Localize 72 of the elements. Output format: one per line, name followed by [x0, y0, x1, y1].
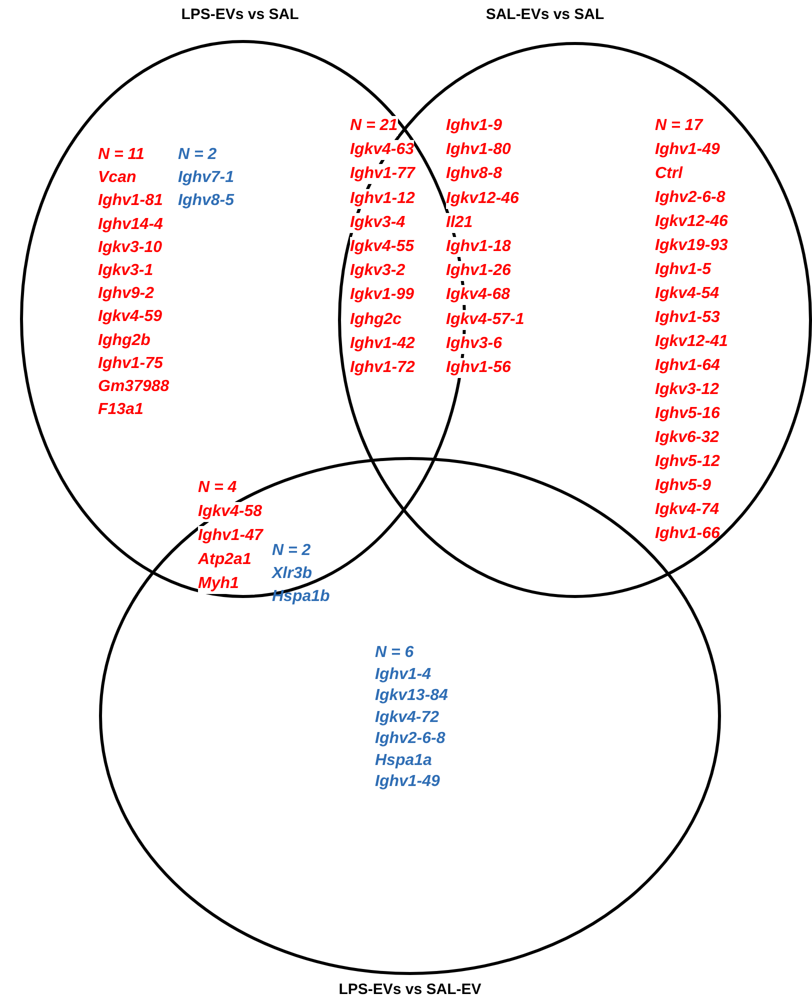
gene-label: Igkv3-10 [98, 238, 162, 258]
gene-label: Ighv1-72 [350, 358, 415, 378]
gene-label: Ctrl [655, 164, 683, 184]
gene-label: Igkv4-54 [655, 284, 720, 304]
gene-label: Ighv1-75 [98, 354, 163, 374]
gene-label: Hspa1b [272, 587, 330, 607]
set-title: LPS-EVs vs SAL-EV [338, 980, 482, 998]
gene-label: Gm37988 [98, 377, 170, 397]
gene-label: Igkv12-46 [446, 188, 519, 209]
gene-label: Ighg2b [98, 330, 150, 351]
gene-label: Ighv1-64 [655, 356, 720, 376]
count-label: N = 21 [350, 116, 398, 136]
gene-label: Igkv3-4 [350, 212, 406, 233]
set-title: LPS-EVs vs SAL [181, 5, 299, 25]
gene-label: Ighv8-5 [178, 191, 234, 212]
gene-label: Ighv14-4 [98, 214, 163, 235]
gene-label: Igkv19-93 [655, 236, 728, 256]
count-label: N = 6 [375, 643, 414, 663]
gene-label: Igkv4-72 [375, 708, 440, 728]
gene-label: Hspa1a [375, 750, 432, 770]
gene-label: Igkv4-55 [350, 237, 414, 257]
gene-label: Ighv1-49 [655, 140, 720, 160]
gene-label: Ighv1-26 [446, 261, 511, 282]
gene-label: Ighv9-2 [98, 284, 154, 304]
gene-label: Igkv4-68 [446, 285, 510, 306]
gene-label: Xlr3b [272, 564, 312, 584]
gene-label: Igkv12-41 [655, 332, 728, 352]
gene-label: Igkv3-12 [655, 380, 720, 400]
gene-label: Igkv3-2 [350, 261, 406, 282]
gene-label: Ighv1-9 [446, 116, 502, 136]
gene-label: Igkv4-57-1 [446, 310, 524, 330]
gene-label: Ighv3-6 [446, 334, 502, 354]
gene-label: Ighv8-8 [446, 164, 502, 184]
gene-label: Ighv1-81 [98, 191, 163, 212]
gene-label: Ighv1-66 [655, 524, 720, 544]
gene-label: Igkv13-84 [375, 686, 448, 706]
gene-label: Igkv6-32 [655, 428, 720, 448]
gene-label: Ighv5-16 [655, 404, 720, 424]
gene-label: Ighv5-9 [655, 476, 712, 496]
gene-label: Ighv1-47 [198, 526, 263, 546]
gene-label: Ighv2-6-8 [375, 729, 446, 749]
gene-label: Igkv4-58 [198, 502, 262, 522]
gene-label: Igkv12-46 [655, 212, 728, 232]
gene-label: Ighv1-12 [350, 188, 415, 209]
gene-label: Igkv4-74 [655, 500, 720, 520]
gene-label: Igkv4-59 [98, 307, 162, 328]
gene-label: Ighv1-18 [446, 237, 511, 257]
gene-label: Ighv1-80 [446, 140, 511, 160]
gene-label: Atp2a1 [198, 550, 252, 570]
gene-label: Ighv1-49 [375, 772, 440, 792]
gene-label: Ighv2-6-8 [655, 188, 726, 208]
gene-label: Ighv7-1 [178, 168, 234, 188]
gene-label: Ighg2c [350, 310, 402, 330]
count-label: N = 2 [178, 145, 217, 165]
count-label: N = 17 [655, 116, 703, 136]
gene-label: F13a1 [98, 400, 144, 420]
gene-label: Igkv1-99 [350, 285, 414, 306]
count-label: N = 11 [98, 145, 144, 165]
gene-label: Ighv5-12 [655, 452, 720, 472]
gene-label: Myh1 [198, 574, 239, 594]
gene-label: Ighv1-5 [655, 260, 712, 280]
gene-label: Ighv1-53 [655, 308, 720, 328]
gene-label: Ighv1-42 [350, 334, 415, 354]
gene-label: Vcan [98, 168, 136, 188]
gene-label: Il21 [446, 212, 473, 233]
gene-label: Ighv1-56 [446, 358, 511, 378]
gene-label: Ighv1-77 [350, 164, 415, 184]
set-title: SAL-EVs vs SAL [486, 5, 604, 25]
count-label: N = 2 [272, 541, 311, 561]
gene-label: Igkv4-63 [350, 140, 414, 160]
gene-label: Igkv3-1 [98, 261, 154, 281]
gene-label: Ighv1-4 [375, 664, 432, 684]
